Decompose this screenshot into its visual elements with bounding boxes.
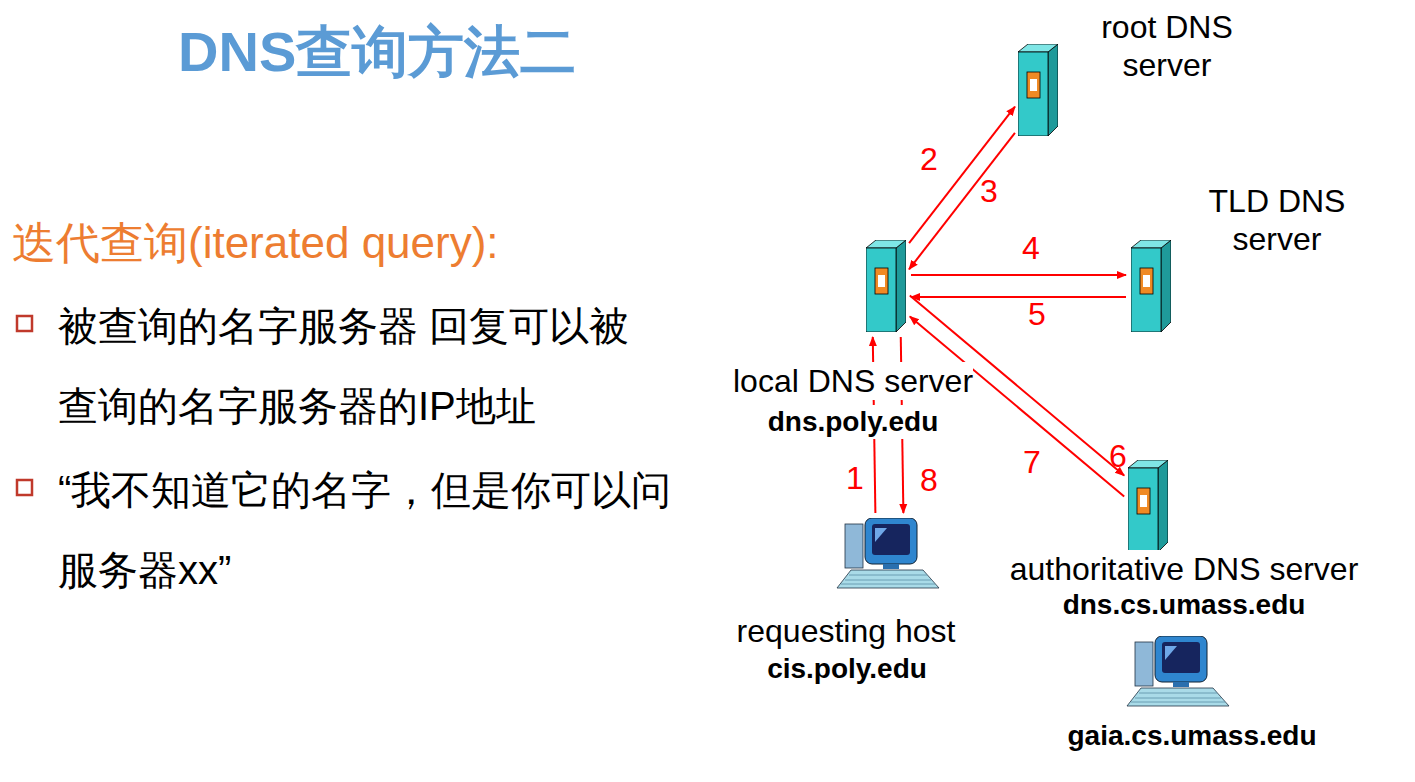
icon: [835, 518, 945, 590]
node-label: root DNS server: [1082, 8, 1252, 85]
step-number: 2: [920, 143, 938, 175]
icon: [1018, 44, 1058, 136]
host-name: cis.poly.edu: [767, 652, 927, 686]
icon: [866, 240, 906, 332]
node-label: TLD DNS server: [1192, 182, 1362, 259]
host-name: gaia.cs.umass.edu: [1068, 719, 1317, 753]
step-number: 8: [920, 464, 938, 496]
slide-title: DNS查询方法二: [178, 18, 576, 85]
bullet-square: [17, 316, 32, 331]
query-arrow: [910, 316, 1124, 496]
bullet-text: 被查询的名字服务器 回复可以被查询的名字服务器的IP地址: [58, 286, 658, 446]
host-name: dns.cs.umass.edu: [1063, 588, 1306, 622]
step-number: 1: [846, 462, 864, 494]
query-arrow: [909, 107, 1015, 244]
local-server: local DNS serverdns.poly.edu: [866, 240, 906, 332]
root-server: root DNS server: [1018, 44, 1058, 136]
authoritative-server: authoritative DNS serverdns.cs.umass.edu: [1128, 460, 1168, 552]
node-label: requesting host: [737, 612, 956, 650]
node-label: authoritative DNS server: [1010, 550, 1359, 588]
step-number: 3: [980, 175, 998, 207]
icon: [1131, 240, 1171, 332]
step-number: 5: [1028, 298, 1046, 330]
gaia-host: gaia.cs.umass.edu: [1125, 636, 1235, 708]
step-number: 6: [1109, 440, 1127, 472]
tld-server: TLD DNS server: [1131, 240, 1171, 332]
node-label: local DNS server: [733, 362, 973, 400]
icon: [1125, 636, 1235, 708]
bullet-text: “我不知道它的名字，但是你可以问服务器xx”: [58, 450, 698, 610]
subheading: 迭代查询(iterated query):: [12, 212, 712, 274]
query-arrow: [909, 133, 1015, 270]
query-arrow: [911, 296, 1126, 298]
requesting-host: requesting hostcis.poly.edu: [835, 518, 945, 590]
step-number: 7: [1023, 446, 1041, 478]
bullet-square: [17, 480, 32, 495]
host-name: dns.poly.edu: [768, 405, 939, 439]
step-number: 4: [1022, 232, 1040, 264]
query-arrow: [911, 274, 1126, 276]
icon: [1128, 460, 1168, 552]
